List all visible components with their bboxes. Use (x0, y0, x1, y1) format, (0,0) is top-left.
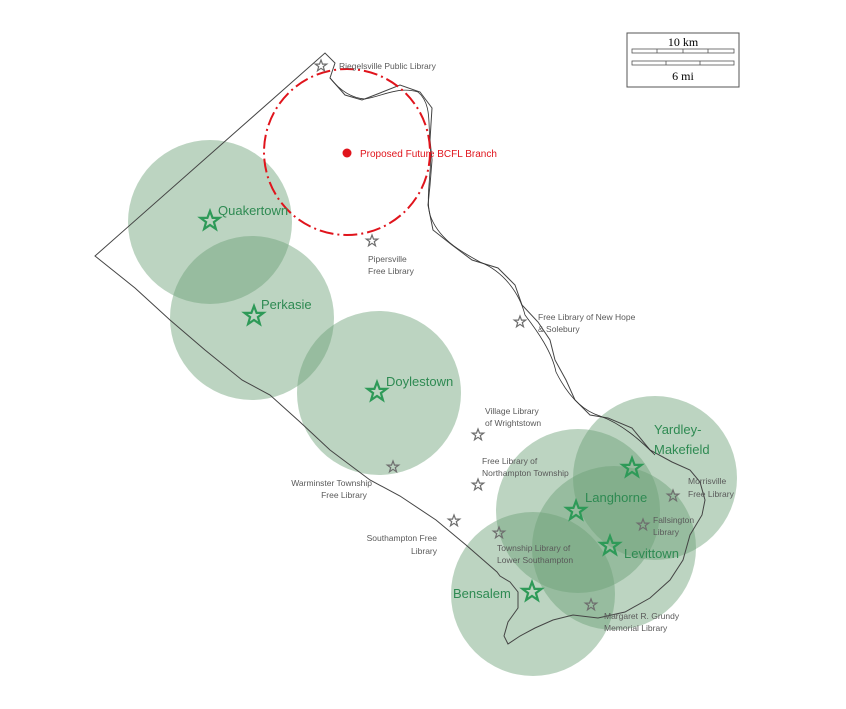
service-area-doylestown (297, 311, 461, 475)
branch-label-levittown: Levittown (624, 546, 679, 561)
library-star-morrisville (665, 488, 681, 503)
branch-star-yardley (619, 454, 645, 479)
library-star-new-hope (512, 314, 528, 329)
service-area-bensalem (451, 512, 615, 676)
branch-star-bensalem (519, 578, 545, 603)
service-area-quakertown (128, 140, 292, 304)
service-area-langhorne (496, 429, 660, 593)
branch-star-levittown (597, 532, 623, 557)
library-label-grundy-2: Memorial Library (604, 623, 668, 633)
branch-label-quakertown: Quakertown (218, 203, 288, 218)
library-star-warminster (385, 459, 401, 474)
library-label-morrisville-1: Morrisville (688, 476, 727, 486)
service-area-yardley (573, 396, 737, 560)
branch-label-doylestown: Doylestown (386, 374, 453, 389)
river-line (329, 77, 656, 456)
branch-label-yardley-2: Makefield (654, 442, 710, 457)
library-label-new-hope-2: & Solebury (538, 324, 580, 334)
scale-bar: 10 km 6 mi (626, 32, 740, 88)
proposed-branch-area (263, 68, 431, 236)
library-label-wrightstown-1: Village Library (485, 406, 539, 416)
branch-star-langhorne (563, 497, 589, 522)
library-label-riegelsville: Riegelsville Public Library (339, 61, 437, 71)
library-label-lower-southampton-1: Township Library of (497, 543, 571, 553)
library-label-northampton-1: Free Library of (482, 456, 538, 466)
branch-label-langhorne: Langhorne (585, 490, 647, 505)
library-star-riegelsville (313, 58, 329, 73)
library-label-grundy-1: Margaret R. Grundy (604, 611, 680, 621)
county-boundary (94, 52, 706, 645)
branch-stars (197, 207, 645, 603)
branch-label-perkasie: Perkasie (261, 297, 312, 312)
library-label-fallsington-2: Library (653, 527, 680, 537)
library-label-warminster-1: Warminster Township (291, 478, 372, 488)
branch-label-bensalem: Bensalem (453, 586, 511, 601)
library-star-wrightstown (470, 427, 486, 442)
service-area-perkasie (170, 236, 334, 400)
scale-mi-bar (631, 60, 735, 66)
scale-bar-frame (626, 32, 740, 88)
scale-mi-label: 6 mi (672, 69, 694, 83)
library-label-lower-southampton-2: Lower Southampton (497, 555, 573, 565)
library-star-fallsington (635, 517, 651, 532)
library-label-northampton-2: Northampton Township (482, 468, 569, 478)
proposed-branch-dot (342, 148, 352, 158)
library-label-pipersville-1: Pipersville (368, 254, 407, 264)
library-label-southampton-1: Southampton Free (367, 533, 438, 543)
library-label-southampton-2: Library (411, 546, 438, 556)
branch-star-doylestown (364, 378, 390, 403)
library-label-warminster-2: Free Library (321, 490, 368, 500)
library-star-grundy (583, 597, 599, 612)
library-labels: Riegelsville Public Library Pipersville … (291, 61, 734, 633)
library-label-fallsington-1: Fallsington (653, 515, 694, 525)
library-star-northampton (470, 477, 486, 492)
library-star-lower-southampton (491, 525, 507, 540)
branch-star-perkasie (241, 302, 267, 327)
minor-library-stars (313, 58, 681, 612)
proposed-branch-label: Proposed Future BCFL Branch (360, 149, 497, 160)
branch-labels: Quakertown Perkasie Doylestown Yardley- … (218, 203, 710, 601)
library-label-pipersville-2: Free Library (368, 266, 415, 276)
library-star-pipersville (364, 233, 380, 248)
branch-star-quakertown (197, 207, 223, 232)
library-star-southampton (446, 513, 462, 528)
scale-km-label: 10 km (668, 35, 699, 49)
library-label-morrisville-2: Free Library (688, 489, 735, 499)
branch-label-yardley-1: Yardley- (654, 422, 701, 437)
library-label-new-hope-1: Free Library of New Hope (538, 312, 636, 322)
library-label-wrightstown-2: of Wrightstown (485, 418, 541, 428)
